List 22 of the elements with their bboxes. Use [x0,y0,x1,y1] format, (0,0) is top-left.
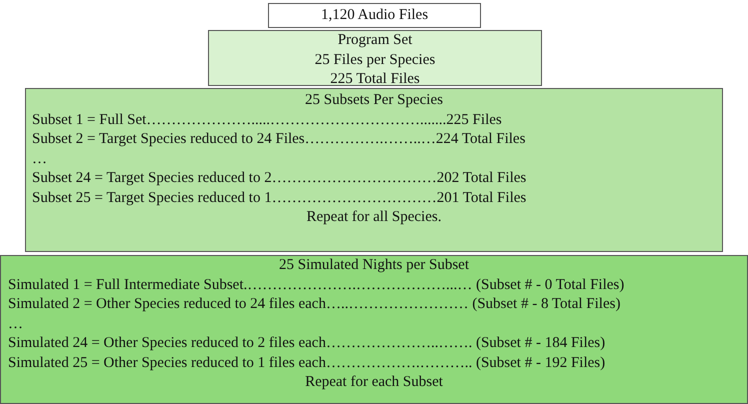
list-line: Subset 2 = Target Species reduced to 24 Files…………….……..…224 Total Files [32,130,526,149]
process-box [25,88,723,252]
list-line: Simulated 25 = Other Species reduced to 1 files each……………….……….. (Subset # - 192 Files) [8,354,606,372]
process-box [268,3,481,28]
box-text: Repeat for each Subset [304,373,444,392]
box-text: 225 Total Files [329,70,421,89]
list-line: … [32,150,48,168]
list-line: Simulated 24 = Other Species reduced to 2 files each…………………..……. (Subset # - 184 Files) [8,334,606,353]
list-line: Subset 24 = Target Species reduced to 2……………………………202 Total Files [32,169,528,188]
list-line: Simulated 1 = Full Intermediate Subset.………………….………………...… (Subset # - 0 Total Files) [8,276,626,294]
process-box [208,30,542,86]
box-text: 1,120 Audio Files [320,6,430,25]
list-line: Subset 1 = Full Set………………….....………………………….......225 Files [32,110,503,130]
box-text: Program Set [336,31,414,50]
box-heading: 25 Simulated Nights per Subset [278,256,470,275]
list-line: … [8,314,24,334]
process-box [0,255,748,404]
box-heading: 25 Subsets Per Species [304,91,444,110]
box-text: Repeat for all Species. [306,208,442,227]
list-line: Simulated 2 = Other Species reduced to 24 files each…..…………………… (Subset # - 8 Total Files) [8,295,622,314]
box-text: 25 Files per Species [314,50,436,70]
list-line: Subset 25 = Target Species reduced to 1……………………………201 Total Files [32,188,528,208]
